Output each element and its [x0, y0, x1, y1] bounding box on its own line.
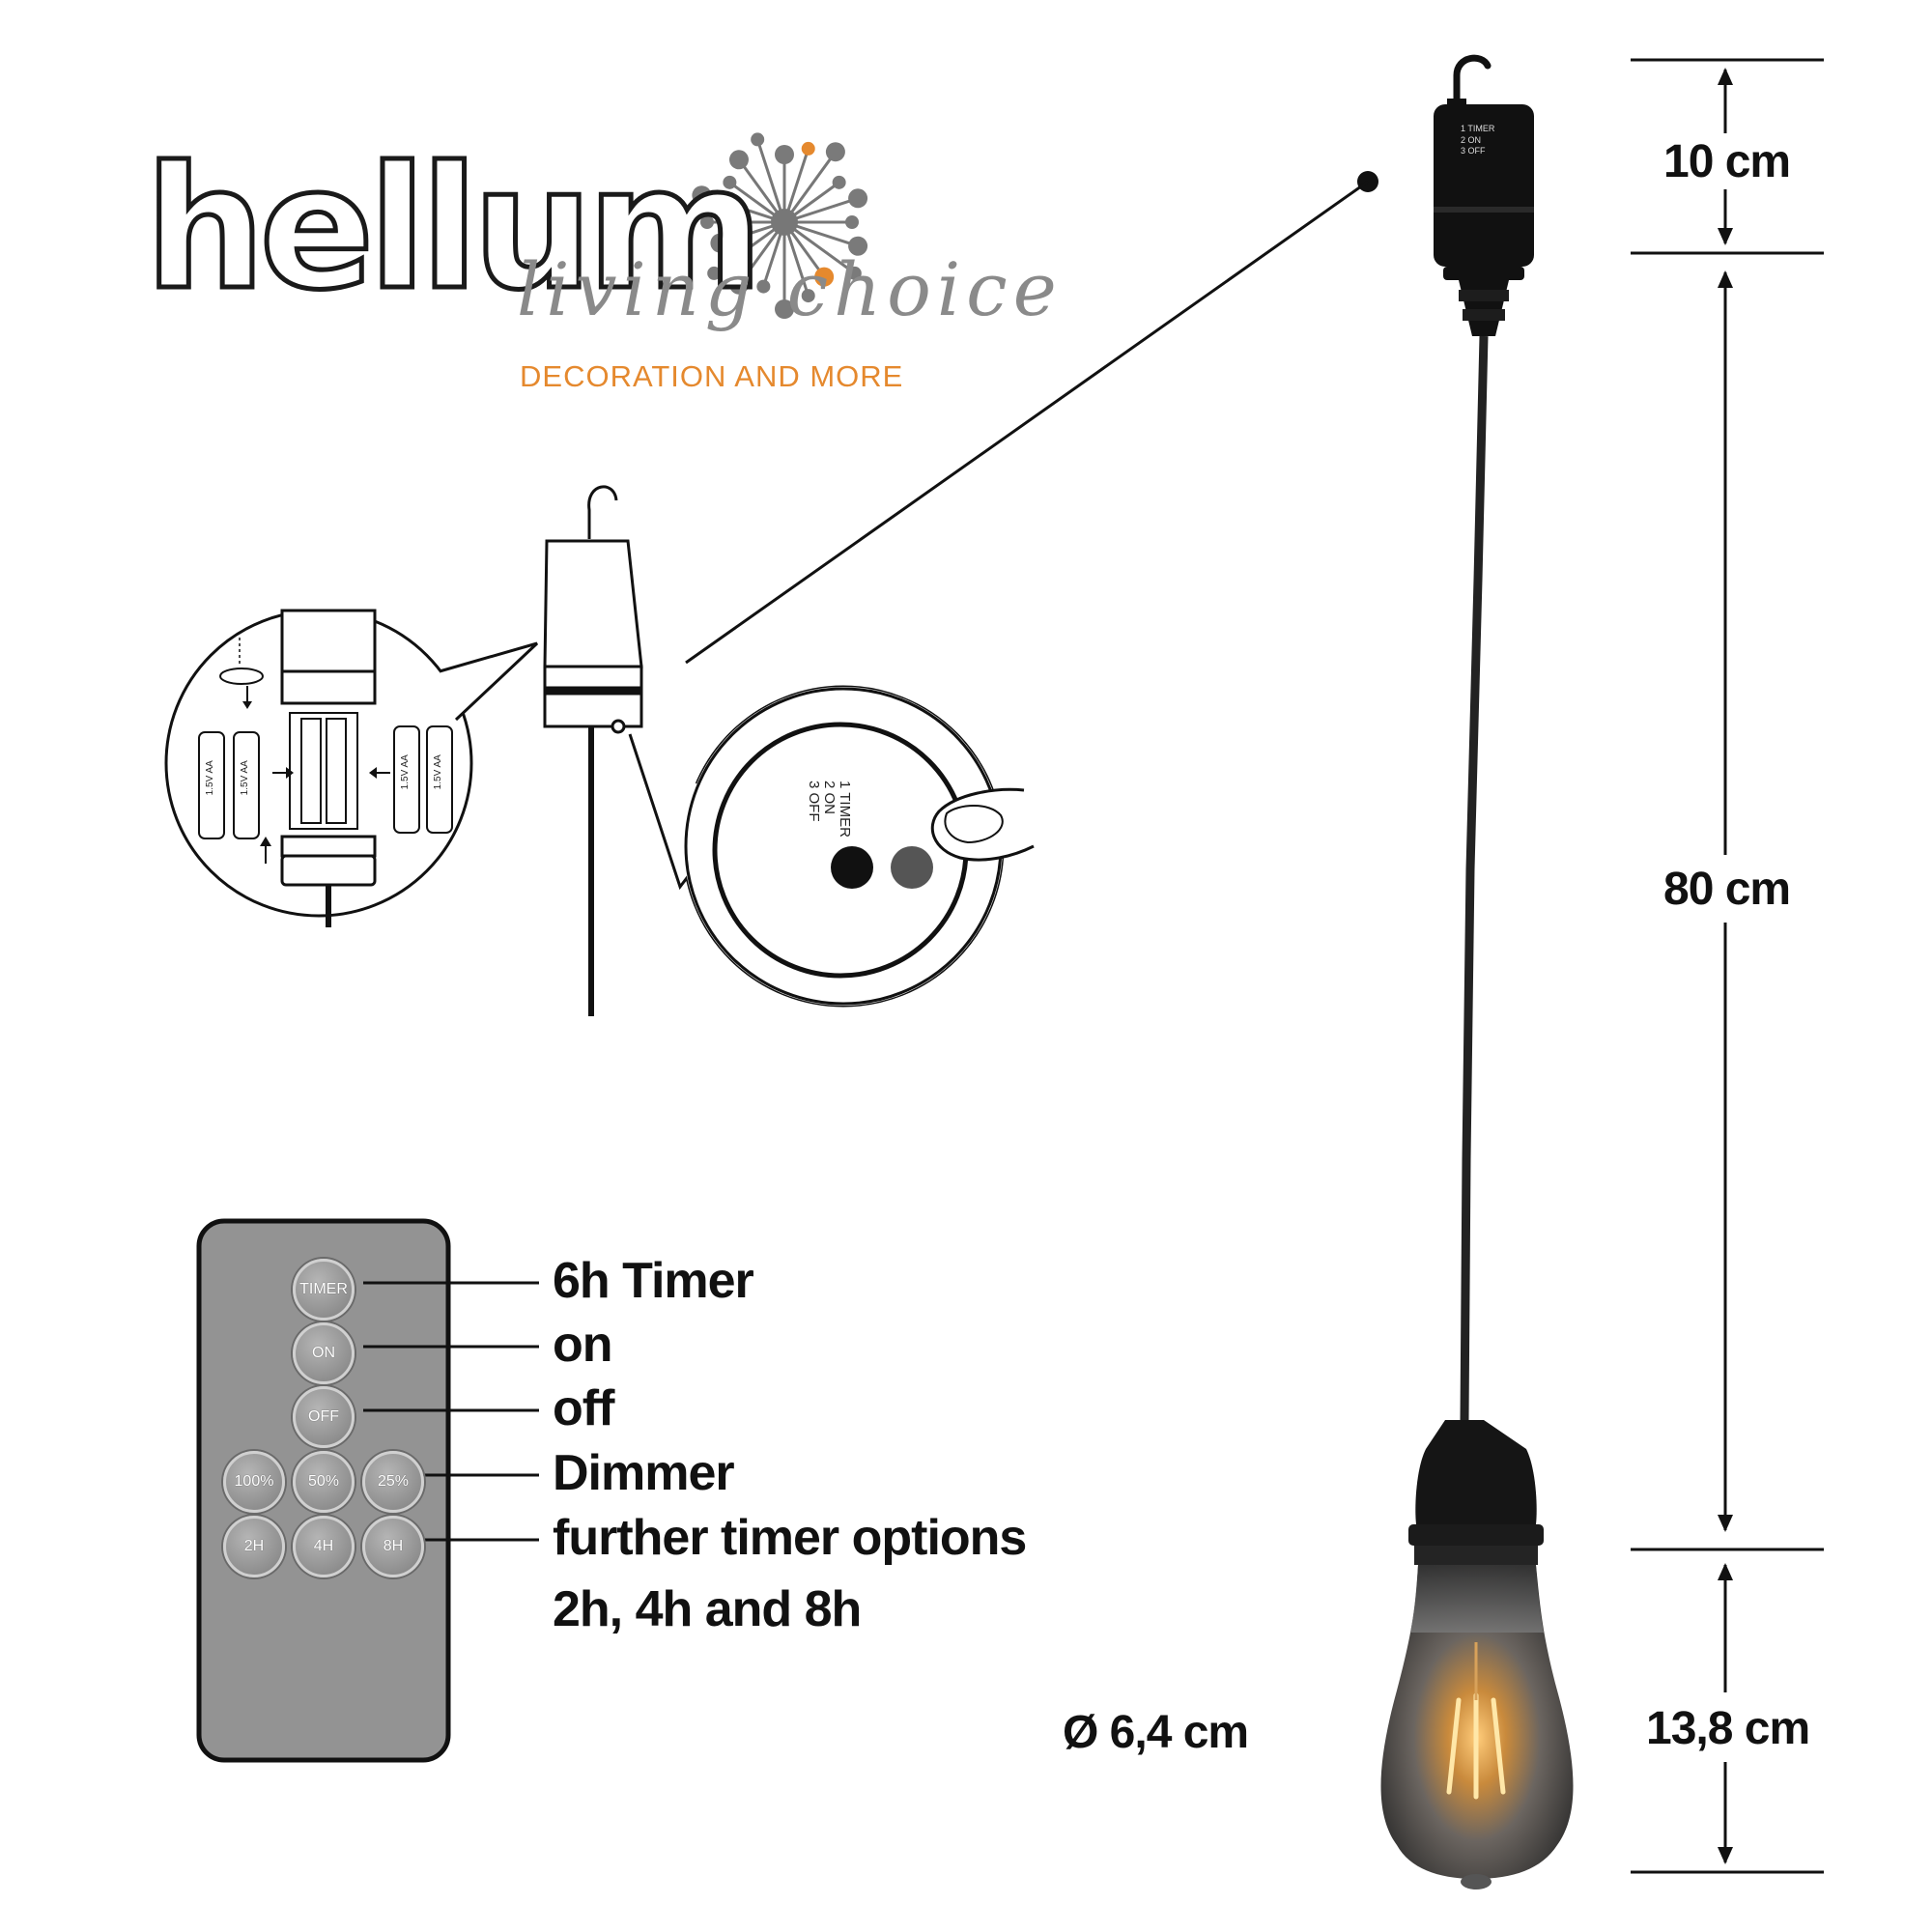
brand-script: living choice [517, 246, 1063, 332]
remote-timer-button[interactable]: TIMER [293, 1259, 355, 1321]
dimension-lines [1631, 58, 1824, 1874]
dimension-top: 10 cm [1663, 136, 1791, 187]
callout-line [685, 171, 1378, 665]
switch-zoom-labels: 1 TIMER 2 ON 3 OFF [806, 781, 854, 867]
housing-label-on: 2 ON [1461, 134, 1482, 145]
remote-2h-button[interactable]: 2H [223, 1516, 285, 1577]
brand-tagline: DECORATION AND MORE [520, 359, 904, 393]
switch-zoom [628, 685, 1035, 1008]
dimension-cable: 80 cm [1663, 864, 1791, 915]
zoom-label-on: 2 ON [821, 781, 838, 815]
remote-dim-25-button[interactable]: 25% [362, 1451, 424, 1513]
dimension-bulb: 13,8 cm [1646, 1703, 1810, 1754]
remote-on-button[interactable]: ON [293, 1322, 355, 1384]
brand-name: hellum [142, 131, 765, 327]
battery-label: 1.5V AA [239, 760, 250, 796]
battery-label: 1.5V AA [204, 760, 215, 796]
housing-label-timer: 1 TIMER [1461, 124, 1495, 133]
remote-4h-button[interactable]: 4H [293, 1516, 355, 1577]
remote-off-button[interactable]: OFF [293, 1386, 355, 1448]
feature-on: on [553, 1317, 613, 1373]
feature-timer-options: 2h, 4h and 8h [553, 1581, 862, 1637]
remote-dim-50-button[interactable]: 50% [293, 1451, 355, 1513]
housing-label-off: 3 OFF [1461, 146, 1486, 156]
zoom-label-off: 3 OFF [806, 781, 823, 822]
battery-housing-sketch [543, 485, 643, 1016]
feature-leader-lines [363, 1281, 539, 1542]
feature-timer: 6h Timer [553, 1253, 754, 1309]
dimension-diameter: Ø 6,4 cm [1063, 1707, 1249, 1758]
zoom-label-timer: 1 TIMER [837, 781, 853, 838]
housing-switch-labels: 1 TIMER 2 ON 3 OFF [1461, 124, 1494, 157]
pendant-lamp [1380, 54, 1574, 1889]
battery-label: 1.5V AA [432, 754, 443, 790]
battery-compartment-zoom [164, 609, 539, 927]
feature-dimmer: Dimmer [553, 1445, 735, 1501]
remote-8h-button[interactable]: 8H [362, 1516, 424, 1577]
feature-further-timer: further timer options [553, 1510, 1027, 1566]
dandelion-logo-icon [692, 132, 868, 319]
battery-label: 1.5V AA [399, 754, 411, 790]
feature-off: off [553, 1380, 614, 1436]
remote-dim-100-button[interactable]: 100% [223, 1451, 285, 1513]
